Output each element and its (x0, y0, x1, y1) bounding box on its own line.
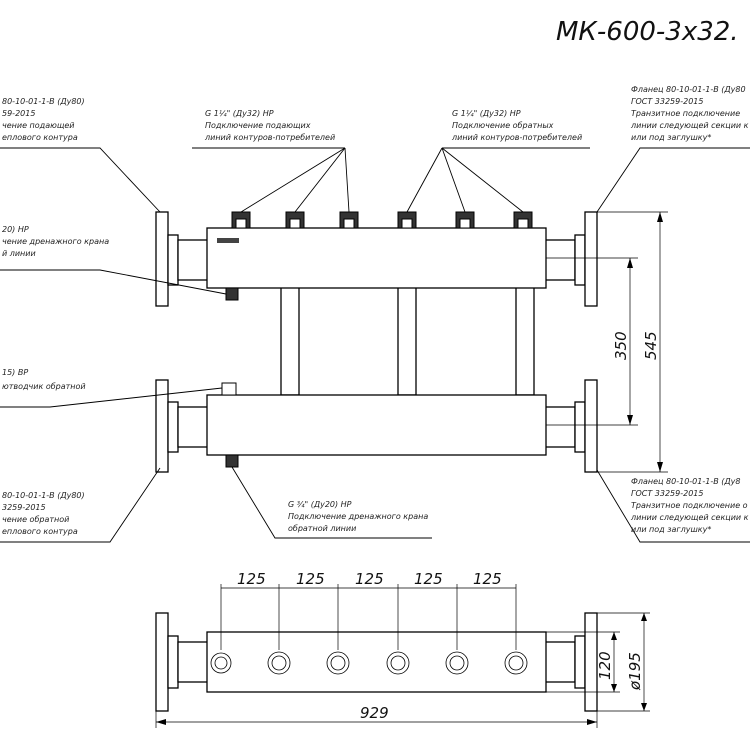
front-view: 350 545 (0, 147, 750, 543)
pipe-left-bottom (177, 406, 209, 448)
top-view-flange-left (155, 612, 169, 712)
drain-fitting-return (225, 454, 239, 468)
note-return-outlets-3: линий контуров-потребителей (451, 133, 582, 142)
vertical-dimensions (546, 211, 668, 473)
flange-right-top (584, 211, 598, 307)
dim-929: 929 (360, 704, 389, 722)
top-view-neck-left (167, 635, 179, 689)
spacing-dimension-lines (220, 584, 517, 650)
drawing-title: МК-600-3х32. (556, 17, 739, 47)
pipe-right-top (544, 239, 576, 281)
air-vent-fitting (221, 382, 237, 396)
note-flange-right-bottom-4: линии следующей секции к (630, 513, 749, 522)
note-drain-return-3: обратной линии (288, 524, 356, 533)
connector-tube-1 (280, 286, 300, 396)
note-top-left-3: чение подающей (2, 121, 75, 130)
flange-neck-left-top (167, 234, 179, 286)
note-bottom-left-1: 80-10-01-1-В (Ду80) (2, 491, 85, 500)
pipe-left-top (177, 239, 209, 281)
note-supply-outlets-3: линий контуров-потребителей (204, 133, 335, 142)
note-flange-right-bottom-5: или под заглушку* (631, 525, 711, 534)
flange-neck-left-bottom (167, 401, 179, 453)
note-flange-right-bottom-1: Фланец 80-10-01-1-В (Ду8 (631, 477, 740, 486)
pipe-right-bottom (544, 406, 576, 448)
note-flange-right-top-1: Фланец 80-10-01-1-В (Ду80 (631, 85, 746, 94)
top-view-pipe-right (544, 641, 576, 683)
dim-120: 120 (596, 651, 614, 680)
note-supply-outlets-2: Подключение подающих (205, 121, 311, 130)
note-air-vent-2: ютводчик обратной (2, 382, 86, 391)
length-dimension-lines (155, 711, 598, 728)
note-flange-right-top-3: Транзитное подключение (631, 109, 740, 118)
note-drain-supply-3: й линии (2, 249, 36, 258)
leader-lines (0, 147, 750, 543)
supply-nipples (231, 211, 533, 229)
note-bottom-left-4: еплового контура (2, 527, 78, 536)
logo-plate (217, 238, 239, 243)
note-drain-return-2: Подключение дренажного крана (288, 512, 428, 521)
note-flange-right-bottom-3: Транзитное подключение о (631, 501, 748, 510)
note-flange-right-bottom-2: ГОСТ 33259-2015 (631, 489, 703, 498)
dim-spacing-2: 125 (296, 570, 325, 588)
top-view-flange-right (584, 612, 598, 712)
note-flange-right-top-2: ГОСТ 33259-2015 (631, 97, 703, 106)
note-drain-return-1: G ¾" (Ду20) НР (288, 500, 352, 509)
drain-fitting-supply (225, 287, 239, 301)
note-top-left-1: 80-10-01-1-В (Ду80) (2, 97, 85, 106)
note-drain-supply-1: 20) НР (2, 225, 29, 234)
dim-spacing-5: 125 (473, 570, 502, 588)
top-view-neck-right (574, 635, 586, 689)
dim-545: 545 (642, 331, 660, 360)
top-view-outlets (210, 651, 528, 675)
dim-195: ø195 (626, 652, 644, 691)
side-dimension-lines (546, 612, 650, 712)
dim-350: 350 (612, 331, 630, 360)
dim-spacing-3: 125 (355, 570, 384, 588)
note-drain-supply-2: чение дренажного крана (2, 237, 109, 246)
top-view: 125 125 125 125 125 929 120 ø195 (155, 570, 650, 728)
notes: 80-10-01-1-В (Ду80) 59-2015 чение подающ… (2, 85, 749, 536)
flange-neck-right-top (574, 234, 586, 286)
flange-neck-right-bottom (574, 401, 586, 453)
note-flange-right-top-4: линии следующей секции к (630, 121, 749, 130)
note-top-left-2: 59-2015 (2, 109, 35, 118)
connector-tube-2 (397, 286, 417, 396)
note-flange-right-top-5: или под заглушку* (631, 133, 711, 142)
note-return-outlets-2: Подключение обратных (452, 121, 554, 130)
note-bottom-left-3: чение обратной (2, 515, 69, 524)
top-view-pipe-left (177, 641, 209, 683)
note-return-outlets-1: G 1¼" (Ду32) НР (452, 109, 521, 118)
flange-right-bottom (584, 379, 598, 473)
note-top-left-4: еплового контура (2, 133, 78, 142)
top-view-header (206, 631, 547, 693)
note-air-vent-1: 15) ВР (2, 368, 28, 377)
connector-tube-3 (515, 286, 535, 396)
flange-left-top (155, 211, 169, 307)
dim-spacing-1: 125 (237, 570, 266, 588)
note-bottom-left-2: 3259-2015 (2, 503, 46, 512)
supply-header (206, 227, 547, 289)
note-supply-outlets-1: G 1¼" (Ду32) НР (205, 109, 274, 118)
return-header (206, 394, 547, 456)
dim-spacing-4: 125 (414, 570, 443, 588)
